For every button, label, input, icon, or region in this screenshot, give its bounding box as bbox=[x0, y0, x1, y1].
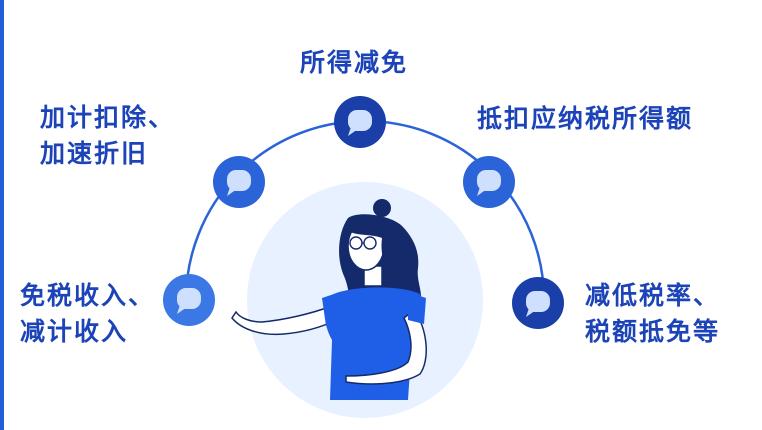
woman-figure bbox=[231, 199, 427, 400]
figure-glasses bbox=[349, 236, 377, 250]
benefit-label-line: 免税收入、 bbox=[20, 281, 156, 310]
chat-bubble-icon bbox=[227, 170, 251, 196]
benefit-label-lower-right: 减低税率、 税额抵免等 bbox=[585, 278, 720, 350]
figure-sleeve bbox=[408, 292, 426, 324]
benefit-node-upper-left bbox=[213, 156, 265, 208]
chat-bubble-icon bbox=[348, 110, 372, 136]
figure-hair-fringe bbox=[350, 218, 394, 280]
benefit-label-upper-left: 加计扣除、 加速折旧 bbox=[40, 100, 175, 172]
benefit-label-line: 所得减免 bbox=[300, 48, 409, 77]
benefit-label-upper-right: 抵扣应纳税所得额 bbox=[477, 101, 693, 137]
benefit-label-line: 加计扣除、 bbox=[40, 103, 176, 132]
benefit-label-line: 减计收入 bbox=[20, 317, 129, 346]
benefit-label-line: 税额抵免等 bbox=[585, 317, 721, 346]
benefit-label-lower-left: 免税收入、 减计收入 bbox=[20, 278, 155, 350]
left-accent-bar bbox=[0, 0, 4, 430]
benefit-node-top bbox=[334, 96, 386, 148]
benefit-node-lower-right bbox=[512, 277, 564, 329]
benefit-label-line: 抵扣应纳税所得额 bbox=[477, 104, 694, 133]
chat-bubble-icon bbox=[177, 288, 201, 314]
figure-arm-left bbox=[231, 305, 337, 336]
figure-sleeve bbox=[322, 292, 342, 326]
figure-hair-bun bbox=[373, 199, 391, 217]
benefit-label-line: 加速折旧 bbox=[40, 139, 149, 168]
benefit-label-line: 减低税率、 bbox=[585, 281, 721, 310]
benefit-label-top: 所得减免 bbox=[300, 45, 408, 81]
chat-bubble-icon bbox=[477, 170, 501, 196]
chat-bubble-icon bbox=[526, 291, 550, 317]
benefit-node-upper-right bbox=[463, 156, 515, 208]
benefit-node-lower-left bbox=[163, 274, 215, 326]
figure-arm-right bbox=[345, 308, 427, 385]
